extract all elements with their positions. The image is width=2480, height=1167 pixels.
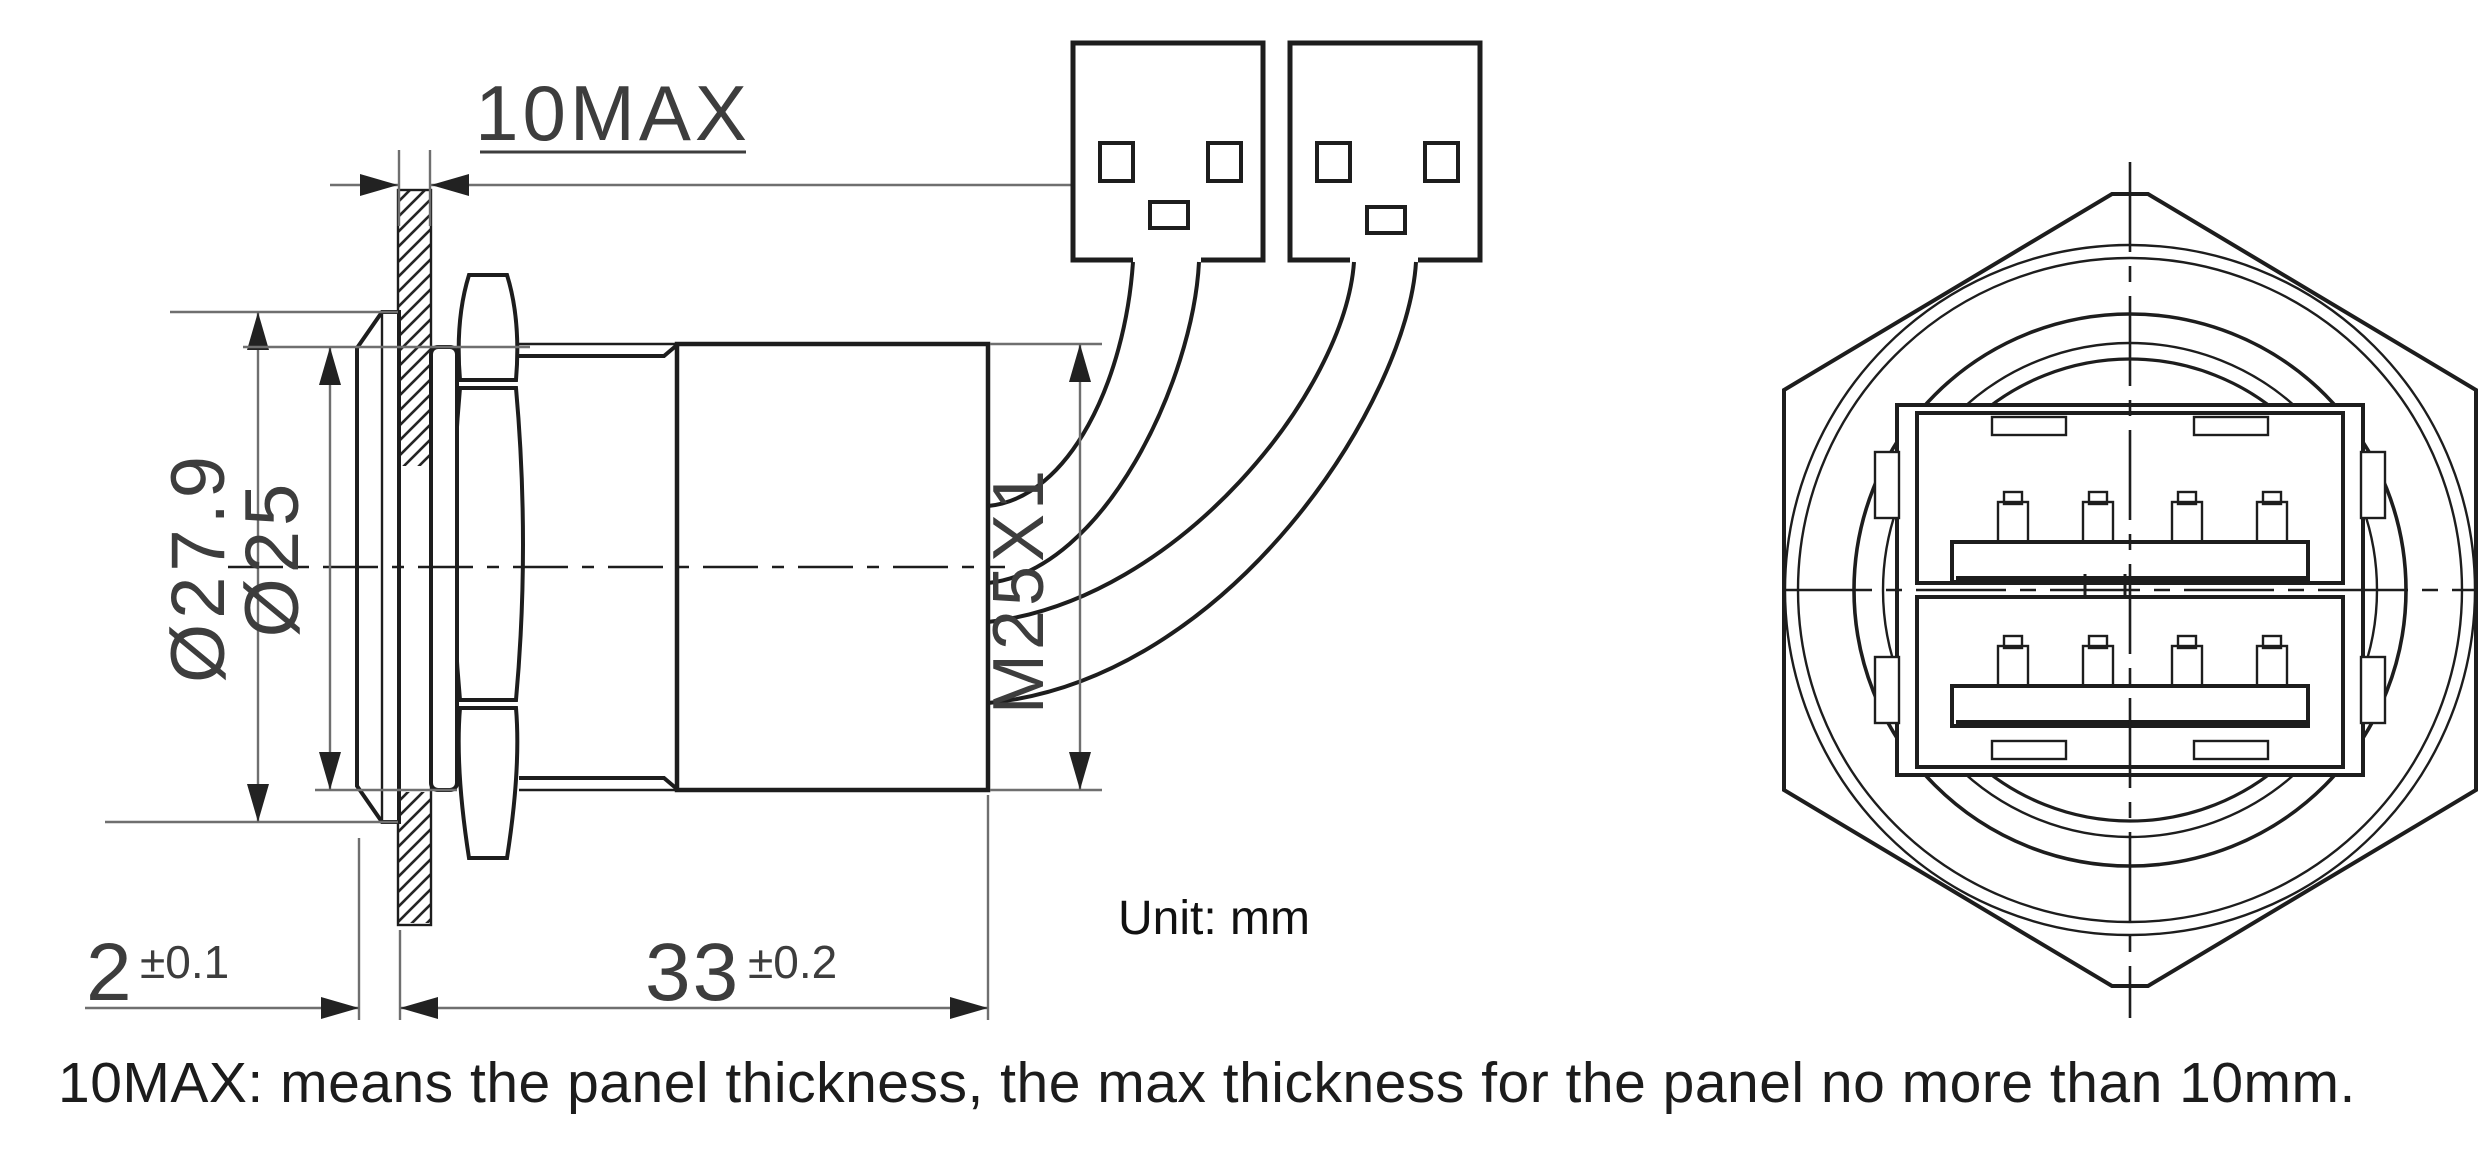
cable1-left-edge [987,261,1135,508]
thread-relief-groove [519,343,679,791]
usb-plug-2-shell [1287,40,1483,263]
usb-plug-2-contact-right [1423,141,1460,183]
usb-port-bottom-notch-right [2192,739,2270,761]
usb-plug-2-notch [1365,205,1407,235]
usb-plug-1-notch [1148,200,1190,230]
unit-label: Unit: mm [1118,892,1310,945]
front-view [1782,162,2478,1018]
usb-port-top-tongue-shadow [1956,576,2308,582]
cable2-left-edge [987,261,1356,624]
block-tab-right-lower [2359,655,2387,725]
usb-port-bottom-tongue-shadow [1956,720,2308,726]
cable1-right-edge [987,261,1201,585]
cable2-right-edge [987,261,1418,705]
usb-port-bottom-notch-left [1990,739,2068,761]
label-bezel-diameter: Ø27.9 [156,451,241,683]
usb-port-top-notch-right [2192,415,2270,437]
panel-hatch-lower [399,792,430,923]
label-panel-thickness: 10MAX [475,69,751,157]
socket-body [519,341,991,793]
label-front-length: 2 [86,927,132,1018]
hex-nut-side [451,273,525,860]
dim-lengths: 2 ±0.1 33 ±0.2 [85,795,990,1020]
label-thread: M25X1 [979,466,1059,714]
usb-plug-1-shell [1070,40,1266,263]
usb-plug-1-contact-right [1206,141,1243,183]
usb-plug-2-contact-left [1315,141,1352,183]
dim-thread: M25X1 [979,342,1102,792]
block-tab-left-upper [1873,450,1901,520]
dim-panel-thickness: 10MAX [330,69,1105,226]
hex-nut-front-outline [1782,192,2478,988]
thread-crest-lines [519,342,677,792]
nut-top-facet [456,273,520,382]
usb-plug-1 [1070,40,1266,263]
dim-bezel-diameter: Ø27.9 [105,310,398,824]
nut-middle-facet [451,386,525,702]
label-gasket-diameter: Ø25 [230,479,315,638]
label-body-tolerance: ±0.2 [748,936,837,988]
usb-plug-1-contact-left [1098,141,1135,183]
panel-hatch-upper [399,191,430,466]
gasket-washer [429,345,459,792]
label-body-length: 33 [645,927,740,1018]
label-front-tolerance: ±0.1 [140,936,229,988]
block-tab-right-upper [2359,450,2387,520]
usb-cables [987,261,1418,705]
usb-plug-2 [1287,40,1483,263]
nut-bottom-facet [456,706,520,860]
dim-gasket-diameter: Ø25 [230,345,530,792]
caption-note: 10MAX: means the panel thickness, the ma… [58,1051,2356,1115]
usb-port-top-notch-left [1990,415,2068,437]
block-tab-left-lower [1873,655,1901,725]
side-view: 10MAX [85,40,1483,1020]
panel-cross-section [396,188,433,927]
